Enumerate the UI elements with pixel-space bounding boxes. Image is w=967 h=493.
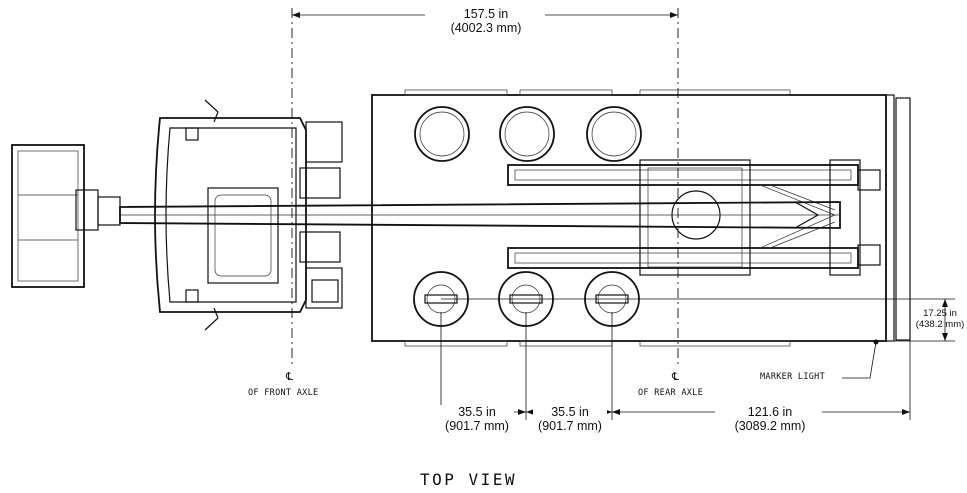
rear-axle-centerline-symbol: ℄ <box>672 370 680 383</box>
rear-length-label: 121.6 in (3089.2 mm) <box>718 405 822 433</box>
offset-dimension-line <box>441 298 955 342</box>
rear-length-in: 121.6 in <box>747 405 793 419</box>
marker-light-label: MARKER LIGHT <box>760 372 826 382</box>
platform-basket <box>11 144 121 288</box>
rear-length-mm: (3089.2 mm) <box>734 419 806 433</box>
marker-light-leader <box>842 339 879 379</box>
offset-mm: (438.2 mm) <box>915 318 965 330</box>
boom-base <box>507 159 881 276</box>
truck-body <box>371 89 911 347</box>
offset-label: 17.25 in (438.2 mm) <box>909 308 967 330</box>
front-axle-centerline-symbol: ℄ <box>286 370 294 383</box>
overall-length-in: 157.5 in <box>463 7 509 21</box>
front-axle-label: OF FRONT AXLE <box>248 388 319 398</box>
overall-dimension-line <box>292 12 678 18</box>
spacing-2-label: 35.5 in (901.7 mm) <box>533 405 607 433</box>
spacing-1-in: 35.5 in <box>458 405 496 419</box>
view-title: TOP VIEW <box>420 470 518 489</box>
outrigger-pads-top <box>414 106 642 162</box>
truck-cab <box>154 99 343 331</box>
spacing-2-mm: (901.7 mm) <box>538 419 602 433</box>
spacing-1-label: 35.5 in (901.7 mm) <box>440 405 514 433</box>
spacing-1-mm: (901.7 mm) <box>445 419 509 433</box>
rear-axle-label: OF REAR AXLE <box>638 388 704 398</box>
overall-length-label: 157.5 in (4002.3 mm) <box>432 7 540 35</box>
spacing-2-in: 35.5 in <box>551 405 589 419</box>
offset-in: 17.25 in <box>923 308 957 319</box>
boom-arm <box>119 201 841 229</box>
overall-length-mm: (4002.3 mm) <box>450 21 522 35</box>
bottom-dimension-lines <box>440 312 911 420</box>
